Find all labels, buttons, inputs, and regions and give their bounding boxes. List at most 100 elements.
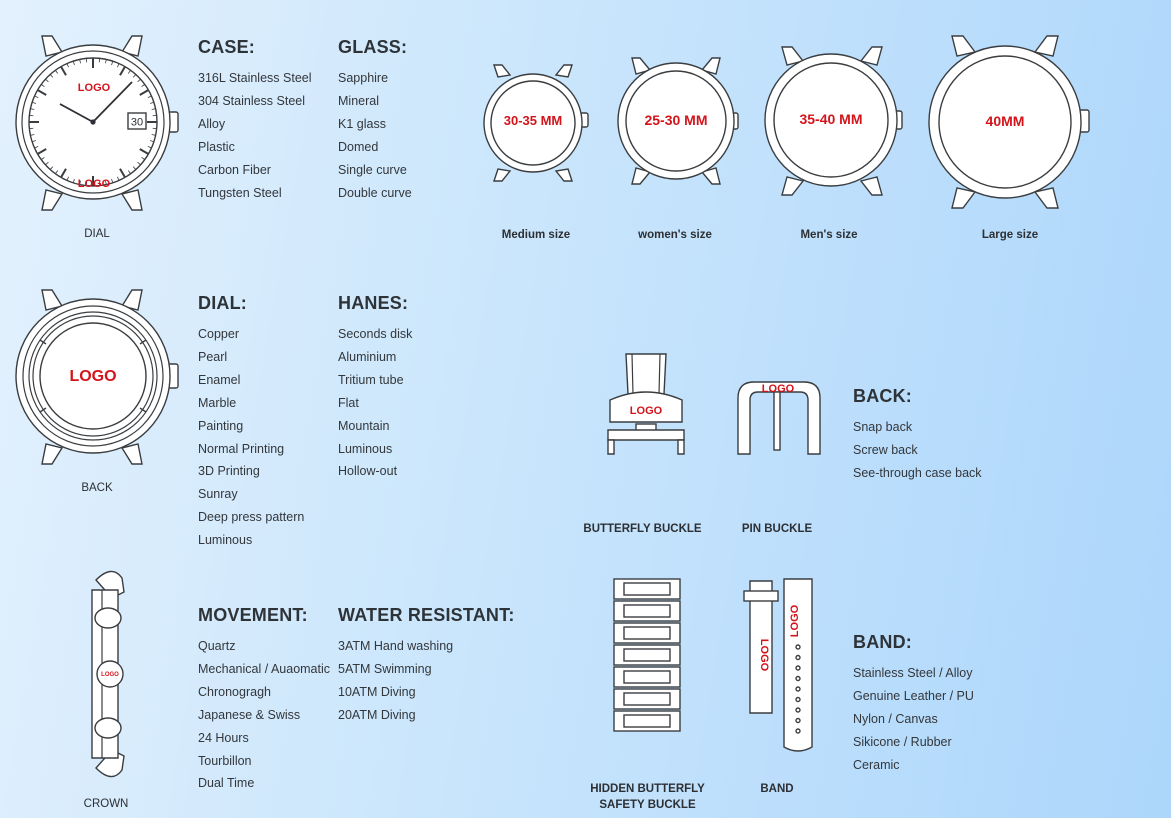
list-item: Stainless Steel / Alloy [853, 666, 973, 680]
list-item: Painting [198, 418, 244, 433]
list-item: Genuine Leather / PU [853, 688, 974, 703]
dial-tick [55, 69, 59, 74]
spec-movement-list: Quartz Mechanical / Auaomatic Chronograg… [198, 635, 330, 795]
spec-glass: GLASS: Sapphire Mineral K1 glass Domed S… [338, 37, 412, 204]
pin-buckle-logo: LOGO [762, 383, 795, 395]
bracelet-link-center [623, 714, 671, 728]
dial-tick [147, 146, 152, 149]
spec-water-list: 3ATM Hand washing 5ATM Swimming 10ATM Di… [338, 635, 515, 727]
spec-dial-title: DIAL: [198, 293, 247, 313]
band-hole [795, 665, 801, 671]
list-item: Japanese & Swiss [198, 707, 301, 722]
dial-tick [66, 176, 69, 181]
band-logo-right: LOGO [789, 604, 801, 637]
band-hole [795, 644, 801, 650]
band-hole [795, 707, 801, 713]
list-item: 316L Stainless Steel [198, 71, 312, 85]
dial-tick [79, 180, 81, 185]
spec-glass-title: GLASS: [338, 37, 408, 57]
spec-back: BACK: Snap back Screw back See-through c… [853, 386, 982, 485]
list-item: Ceramic [853, 757, 900, 772]
spec-case-title: CASE: [198, 37, 256, 57]
list-item: 20ATM Diving [338, 707, 416, 722]
dial-tick [127, 170, 131, 175]
spec-dial: DIAL: Copper Pearl Enamel Marble Paintin… [198, 293, 304, 552]
size-caption-medium: Medium size [501, 229, 571, 241]
hidden-butterfly-caption: HIDDEN BUTTERFLY SAFETY BUCKLE [580, 781, 715, 813]
list-item: Flat [338, 395, 359, 410]
list-item: Tritium tube [338, 372, 404, 387]
dial-tick [117, 63, 120, 68]
spec-movement-title: MOVEMENT: [198, 605, 308, 625]
crown-caption: CROWN [83, 798, 129, 810]
butterfly-buckle-illustration: LOGO [607, 353, 685, 455]
dial-tick [66, 63, 69, 68]
dial-tick [141, 156, 146, 160]
band-caption: BAND [760, 783, 794, 795]
dial-tick [132, 166, 137, 170]
dial-tick [151, 134, 156, 136]
band-hole [795, 686, 801, 692]
size-watch-large: 40MM [928, 35, 1090, 209]
bracelet-link-center [623, 626, 671, 640]
dial-tick [139, 148, 149, 155]
spec-case-list: 316L Stainless Steel 304 Stainless Steel… [198, 67, 312, 204]
dial-tick [72, 178, 75, 183]
spec-hanes-list: Seconds disk Aluminium Tritium tube Flat… [338, 323, 412, 483]
list-item: Sikicone / Rubber [853, 734, 952, 749]
butterfly-buckle-logo: LOGO [630, 405, 663, 417]
band-hole [795, 696, 801, 703]
hidden-butterfly-buckle-illustration [613, 578, 681, 732]
dial-tick [79, 59, 81, 64]
spec-hanes: HANES: Seconds disk Aluminium Tritium tu… [338, 293, 412, 483]
dial-tick [49, 74, 54, 78]
dial-tick [132, 74, 137, 78]
dial-tick [139, 89, 149, 96]
date-window-text: 30 [131, 117, 143, 129]
size-watch-men: 35-40 MM [764, 46, 903, 196]
spec-water: WATER RESISTANT: 3ATM Hand washing 5ATM … [338, 605, 515, 727]
back-logo: LOGO [69, 368, 116, 385]
dial-tick [34, 95, 39, 98]
spec-band-title: BAND: [853, 632, 912, 652]
spec-hanes-title: HANES: [338, 293, 409, 313]
spec-glass-list: Sapphire Mineral K1 glass Domed Single c… [338, 67, 412, 204]
spec-band: BAND: Stainless Steel / Alloy Genuine Le… [853, 632, 974, 777]
size-watch-women: 25-30 MM [617, 57, 739, 185]
dial-tick [72, 61, 75, 66]
list-item: 5ATM Swimming [338, 661, 432, 676]
spec-back-title: BACK: [853, 386, 912, 406]
dial-tick [60, 66, 67, 76]
list-item: 24 Hours [198, 730, 249, 745]
dial-tick [147, 95, 152, 98]
back-caption: BACK [81, 482, 113, 494]
size-caption-men: Men's size [800, 229, 858, 241]
list-item: 3ATM Hand washing [338, 639, 454, 653]
dial-tick [119, 168, 126, 178]
dial-logo-bottom: LOGO [78, 178, 111, 190]
list-item: Copper [198, 327, 239, 341]
list-item: K1 glass [338, 116, 386, 131]
crown-logo: LOGO [101, 672, 119, 678]
dial-watch-illustration: 30 LOGO LOGO [15, 35, 179, 211]
list-item: Mechanical / Auaomatic [198, 661, 331, 676]
spec-movement: MOVEMENT: Quartz Mechanical / Auaomatic … [198, 605, 330, 795]
dial-tick [105, 59, 107, 64]
band-illustration: LOGO LOGO [743, 578, 813, 752]
dial-tick [60, 168, 67, 178]
dial-tick [127, 69, 131, 74]
band-hole [795, 717, 801, 724]
list-item: Enamel [198, 372, 241, 387]
dial-tick [34, 146, 39, 149]
pin-buckle-illustration: LOGO [737, 381, 821, 455]
list-item: Quartz [198, 639, 236, 653]
list-item: Plastic [198, 139, 235, 154]
size-label-men: 35-40 MM [799, 111, 862, 127]
bracelet-link-center [623, 648, 671, 662]
list-item: Luminous [338, 441, 393, 456]
dial-tick [40, 84, 45, 88]
size-watch-medium: 30-35 MM [483, 64, 589, 182]
list-item: Nylon / Canvas [853, 711, 938, 726]
size-caption-large: Large size [981, 229, 1039, 241]
list-item: Domed [338, 139, 379, 154]
